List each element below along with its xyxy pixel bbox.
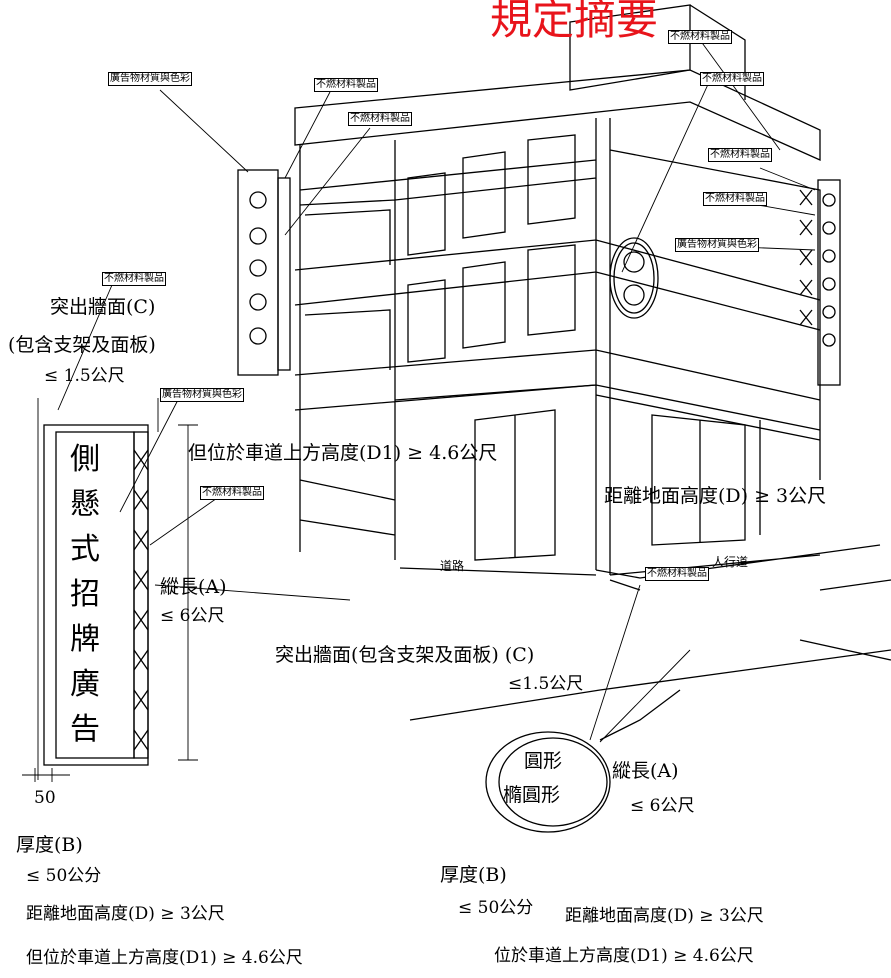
circle-shape-label: 圓形 — [524, 750, 563, 772]
side-ground-height: 距離地面高度(D) ≥ 3公尺 — [26, 904, 225, 924]
building-front-face — [294, 118, 821, 575]
nonflammable-tag: 不燃材料製品 — [700, 72, 764, 86]
nonflammable-tag: 不燃材料製品 — [668, 30, 732, 44]
side-protrusion-limit: ≤ 1.5公尺 — [44, 366, 125, 386]
dimension-lines — [22, 398, 351, 782]
sign-char: 招 — [70, 577, 100, 612]
sidewalk-label: 人行道 — [712, 555, 749, 569]
nonflammable-tag: 不燃材料製品 — [102, 272, 166, 286]
shop-doors — [474, 409, 761, 561]
interior-lines — [299, 209, 396, 536]
circle-thickness-label: 厚度(B) — [440, 864, 507, 886]
side-length-limit: ≤ 6公尺 — [160, 606, 225, 626]
side-road-height: 但位於車道上方高度(D1) ≥ 4.6公尺 — [26, 948, 303, 968]
upper-windows — [407, 134, 576, 256]
side-protrusion-label: 突出牆面(C) — [50, 296, 156, 318]
sign-char: 告 — [70, 712, 100, 747]
ellipse-shape-label: 橢圓形 — [503, 784, 561, 806]
page-title-fragment: 規定摘要 — [490, 0, 659, 44]
road-label: 道路 — [440, 559, 465, 573]
circle-protrusion-label: 突出牆面(包含支架及面板) (C) — [275, 644, 535, 666]
ad-material-tag: 廣告物材質與色彩 — [160, 388, 244, 402]
nonflammable-tag: 不燃材料製品 — [314, 78, 378, 92]
side-thickness-limit: ≤ 50公分 — [26, 866, 102, 886]
side-protrusion-note: (包含支架及面板) — [8, 334, 156, 356]
street-lines — [399, 567, 891, 721]
side-length-label: 縱長(A) — [160, 576, 227, 598]
side-thickness-label: 厚度(B) — [16, 834, 83, 856]
circle-sign-outline — [485, 731, 611, 833]
ad-material-tag: 廣告物材質與色彩 — [108, 72, 192, 86]
nonflammable-tag: 不燃材料製品 — [703, 192, 767, 206]
building-side-face — [595, 149, 881, 579]
circle-length-label: 縱長(A) — [612, 760, 679, 782]
building-ground-height: 距離地面高度(D) ≥ 3公尺 — [604, 485, 827, 507]
top-slab — [294, 69, 821, 162]
circle-protrusion-limit: ≤1.5公尺 — [508, 674, 584, 694]
ad-material-tag: 廣告物材質與色彩 — [675, 238, 759, 252]
sign-char: 側 — [70, 442, 100, 477]
nonflammable-tag: 不燃材料製品 — [348, 112, 412, 126]
circle-ground-height: 距離地面高度(D) ≥ 3公尺 — [565, 906, 764, 926]
building-road-height: 但位於車道上方高度(D1) ≥ 4.6公尺 — [188, 442, 498, 464]
nonflammable-tag: 不燃材料製品 — [708, 148, 772, 162]
sign-char: 懸 — [70, 487, 100, 522]
awning — [394, 384, 821, 441]
circle-length-limit: ≤ 6公尺 — [630, 796, 695, 816]
circle-thickness-limit: ≤ 50公分 — [458, 898, 534, 918]
middle-windows — [407, 244, 576, 363]
circle-road-height: 位於車道上方高度(D1) ≥ 4.6公尺 — [494, 946, 754, 966]
building-round-sign — [609, 237, 659, 319]
sign-char: 式 — [70, 532, 100, 567]
nonflammable-tag: 不燃材料製品 — [200, 486, 264, 500]
nonflammable-tag: 不燃材料製品 — [645, 567, 709, 581]
sign-char: 廣 — [70, 667, 100, 702]
building-right-sign — [817, 179, 841, 386]
side-dimension-50: 50 — [34, 788, 56, 808]
sign-char: 牌 — [70, 622, 100, 657]
